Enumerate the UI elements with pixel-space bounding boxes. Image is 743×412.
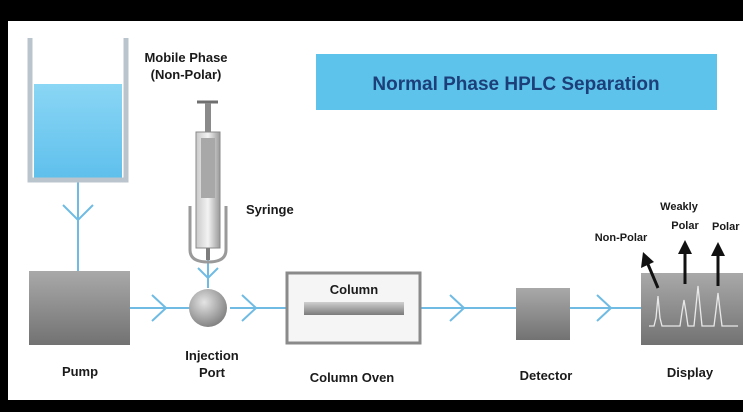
column-oven-label: Column Oven [310,370,395,385]
peak-arrows [641,240,725,289]
arrow-column-to-detector [449,294,466,322]
arrow-syringe-to-injector [197,267,219,280]
pump [29,271,130,345]
weakly-polar-label-line1: Weakly [660,201,699,213]
column [304,302,404,315]
syringe [188,100,228,264]
weakly-polar-label-line2: Polar [671,220,699,232]
title-box [316,54,717,110]
injection-port-label-line2: Port [199,365,226,380]
arrow-detector-to-display [596,294,613,322]
diagram-title: Normal Phase HPLC Separation [372,74,659,95]
mobile-phase-label-line1: Mobile Phase [144,50,227,65]
arrow-reservoir-to-pump [62,204,94,222]
pump-label: Pump [62,364,98,379]
arrow-pump-to-injector [151,294,168,322]
detector [516,288,570,340]
display-label: Display [667,365,714,380]
chromatogram-trace [649,285,738,327]
arrow-injector-to-column [241,294,258,322]
mobile-phase-reservoir [27,38,129,183]
flow-arrows [62,204,613,322]
injection-port [189,289,227,327]
polar-label: Polar [712,221,740,233]
column-label: Column [330,282,378,297]
arrow-non-polar [645,261,660,289]
syringe-label: Syringe [246,202,294,217]
injection-port-label-line1: Injection [185,348,239,363]
mobile-phase-label-line2: (Non-Polar) [151,67,222,82]
non-polar-label: Non-Polar [595,232,648,244]
frame-top [0,0,743,21]
detector-label: Detector [520,368,573,383]
frame-bottom [0,400,743,407]
frame-left [0,0,8,407]
